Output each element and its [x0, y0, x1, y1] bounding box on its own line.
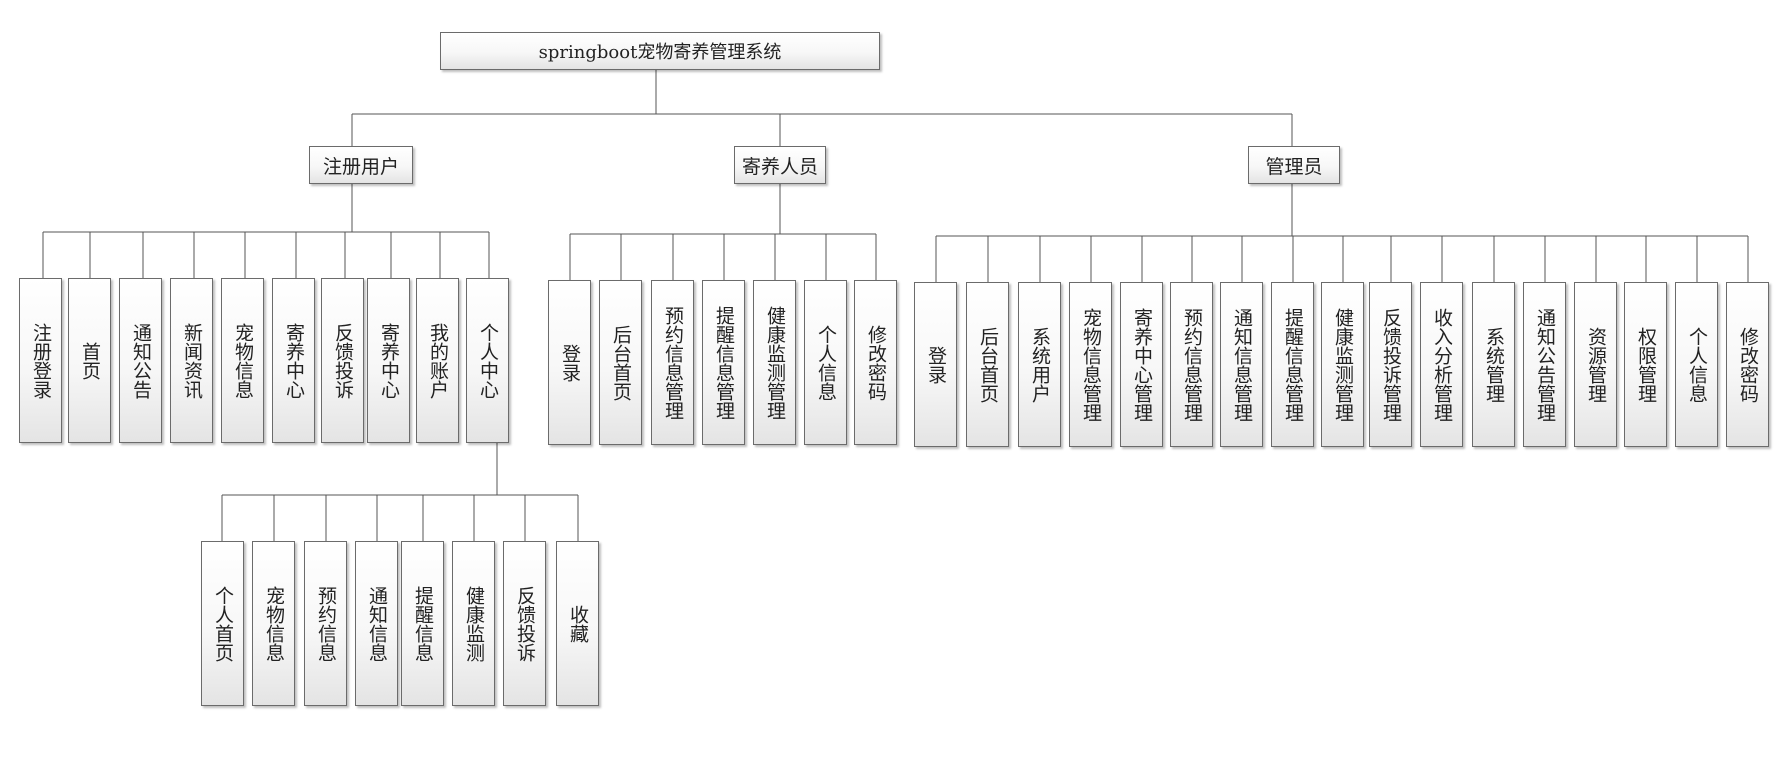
admin-item-9: 反馈投诉管理: [1369, 282, 1412, 447]
admin-item-2: 系统用户: [1018, 282, 1061, 447]
admin-item-5: 预约信息管理: [1170, 282, 1213, 447]
user-item-3: 新闻资讯: [170, 278, 213, 443]
personal-item-1: 宠物信息: [252, 541, 295, 706]
personal-item-5: 健康监测: [452, 541, 495, 706]
staff-item-0: 登录: [548, 280, 591, 445]
user-item-0: 注册登录: [19, 278, 62, 443]
staff-item-2: 预约信息管理: [651, 280, 694, 445]
admin-item-10: 收入分析管理: [1420, 282, 1463, 447]
user-item-4: 宠物信息: [221, 278, 264, 443]
admin-item-1: 后台首页: [966, 282, 1009, 447]
admin-item-13: 资源管理: [1574, 282, 1617, 447]
role-node-staff: 寄养人员: [734, 146, 826, 184]
user-item-1: 首页: [68, 278, 111, 443]
staff-item-3: 提醒信息管理: [702, 280, 745, 445]
admin-item-4: 寄养中心管理: [1120, 282, 1163, 447]
personal-item-7: 收藏: [556, 541, 599, 706]
admin-item-12: 通知公告管理: [1523, 282, 1566, 447]
user-item-personal-center: 个人中心: [466, 278, 509, 443]
admin-item-14: 权限管理: [1624, 282, 1667, 447]
personal-item-0: 个人首页: [201, 541, 244, 706]
staff-item-4: 健康监测管理: [753, 280, 796, 445]
admin-item-15: 个人信息: [1675, 282, 1718, 447]
admin-item-6: 通知信息管理: [1220, 282, 1263, 447]
personal-item-6: 反馈投诉: [503, 541, 546, 706]
personal-item-4: 提醒信息: [401, 541, 444, 706]
personal-item-2: 预约信息: [304, 541, 347, 706]
admin-item-11: 系统管理: [1472, 282, 1515, 447]
user-item-2: 通知公告: [119, 278, 162, 443]
admin-item-7: 提醒信息管理: [1271, 282, 1314, 447]
admin-item-8: 健康监测管理: [1321, 282, 1364, 447]
user-item-5: 寄养中心: [272, 278, 315, 443]
staff-item-1: 后台首页: [599, 280, 642, 445]
staff-item-6: 修改密码: [854, 280, 897, 445]
role-node-admin: 管理员: [1248, 146, 1340, 184]
admin-item-3: 宠物信息管理: [1069, 282, 1112, 447]
admin-item-16: 修改密码: [1726, 282, 1769, 447]
personal-item-3: 通知信息: [355, 541, 398, 706]
staff-item-5: 个人信息: [804, 280, 847, 445]
role-node-user: 注册用户: [309, 146, 413, 184]
admin-item-0: 登录: [914, 282, 957, 447]
root-node: springboot宠物寄养管理系统: [440, 32, 880, 70]
user-item-8: 我的账户: [416, 278, 459, 443]
user-item-6: 反馈投诉: [321, 278, 364, 443]
user-item-7: 寄养中心: [367, 278, 410, 443]
